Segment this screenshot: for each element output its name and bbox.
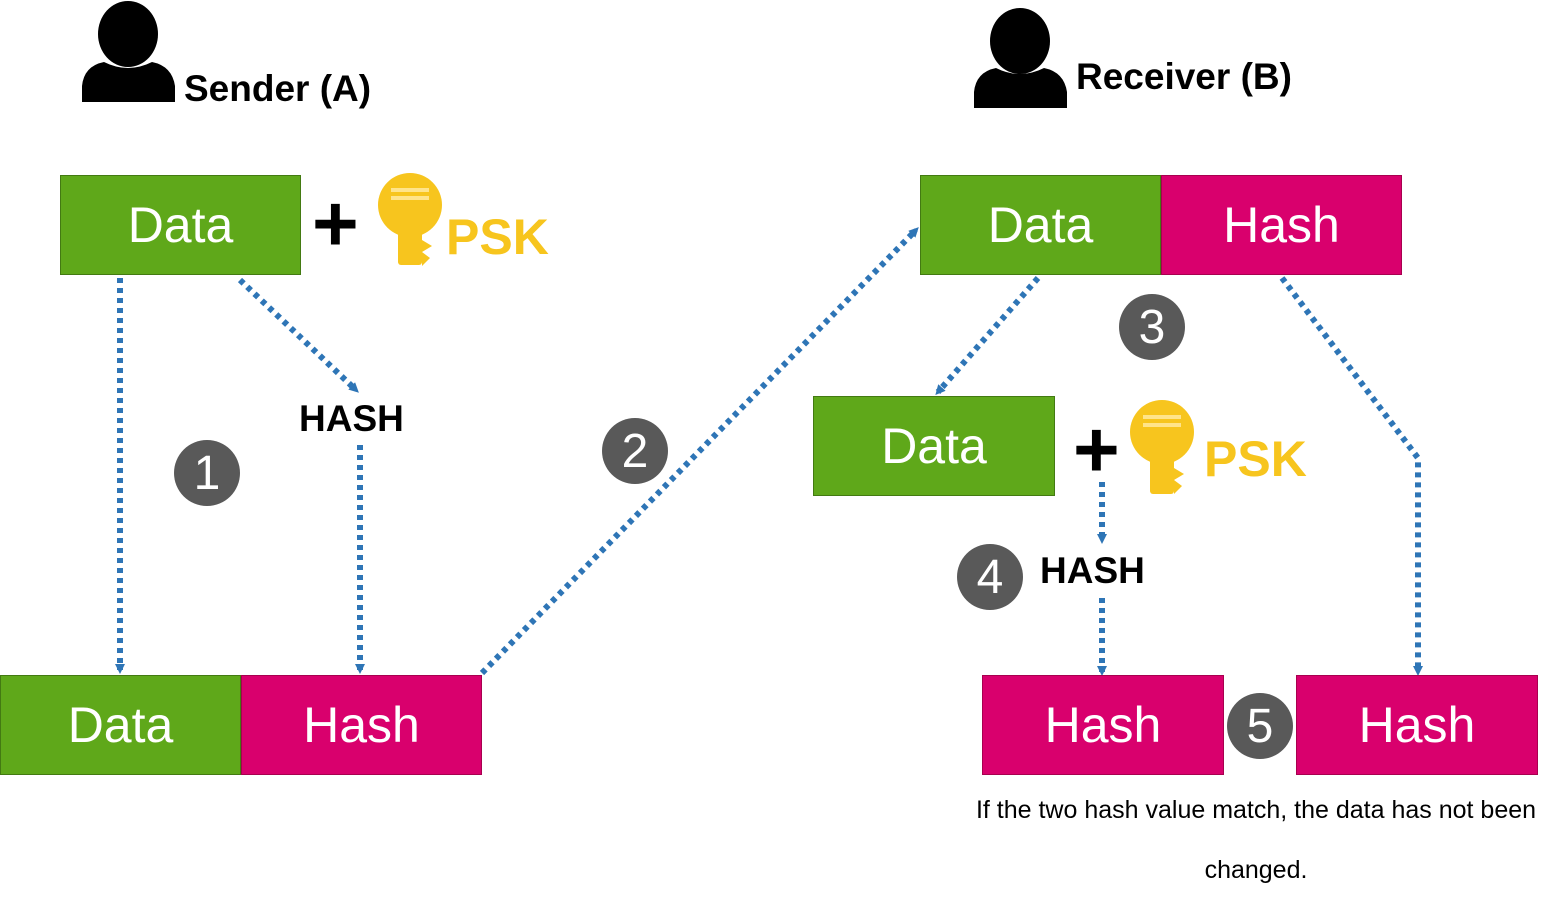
- arrow-received-data-to-data: [935, 276, 1041, 396]
- receiver-user-icon: [974, 8, 1067, 108]
- step-1-badge: 1: [174, 440, 240, 506]
- arrow-data-to-hash: [237, 277, 359, 393]
- sender-hash-label: HASH: [299, 398, 404, 439]
- sender-plus-sign: +: [312, 179, 359, 268]
- receiver-data-box: Data: [813, 396, 1055, 496]
- step-5-badge: 5: [1227, 693, 1293, 759]
- sender-key-icon: [378, 173, 442, 266]
- receiver-input-data-box: Data: [920, 175, 1161, 275]
- sender-data-box: Data: [60, 175, 301, 275]
- receiver-computed-hash-box: Hash: [982, 675, 1224, 775]
- sender-output-hash-box: Hash: [241, 675, 482, 775]
- receiver-plus-sign: +: [1073, 405, 1120, 494]
- receiver-hash-label: HASH: [1040, 550, 1145, 591]
- arrow-transmit: [479, 227, 919, 676]
- sender-label: Sender (A): [184, 68, 372, 109]
- receiver-key-icon: [1130, 400, 1194, 494]
- receiver-received-hash-box: Hash: [1296, 675, 1538, 775]
- step-3-badge: 3: [1119, 294, 1185, 360]
- receiver-input-hash-box: Hash: [1161, 175, 1402, 275]
- sender-user-icon: [82, 1, 175, 102]
- sender-output-data-box: Data: [0, 675, 241, 775]
- step-4-badge: 4: [957, 544, 1023, 610]
- receiver-label: Receiver (B): [1076, 56, 1292, 97]
- result-note: If the two hash value match, the data ha…: [975, 796, 1537, 884]
- receiver-psk-label: PSK: [1204, 431, 1307, 487]
- step-2-badge: 2: [602, 418, 668, 484]
- sender-psk-label: PSK: [446, 209, 549, 265]
